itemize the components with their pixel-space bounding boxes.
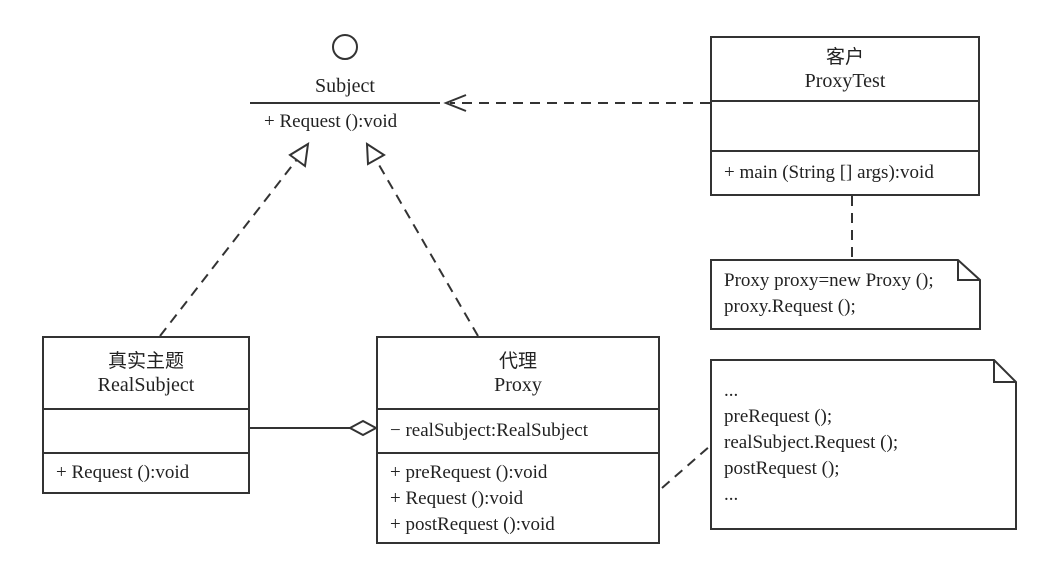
note-line: preRequest (); bbox=[724, 406, 833, 427]
realization-arrowhead-proxy bbox=[365, 142, 386, 166]
operations-compartment: + main (String [] args):void bbox=[712, 150, 978, 194]
note-line: Proxy proxy=new Proxy (); bbox=[724, 270, 934, 291]
note1-outline bbox=[710, 259, 981, 330]
note1-fold bbox=[957, 260, 980, 281]
operation: + preRequest ():void bbox=[390, 462, 548, 483]
attributes-compartment bbox=[712, 100, 978, 150]
aggregation-diamond bbox=[347, 419, 379, 437]
class-name-cell: 真实主题 RealSubject bbox=[44, 338, 248, 408]
interface-circle-icon bbox=[332, 34, 358, 60]
note-proxy-code: ... preRequest (); realSubject.Request (… bbox=[710, 360, 1016, 530]
note-line: ... bbox=[724, 484, 739, 505]
dependency-arrowhead bbox=[443, 94, 467, 112]
operation: + Request ():void bbox=[56, 462, 190, 483]
class-realsubject: 真实主题 RealSubject + Request ():void bbox=[42, 336, 250, 494]
note-anchor-proxy bbox=[661, 445, 711, 489]
class-cn-name: 真实主题 bbox=[107, 350, 184, 372]
interface-name: Subject bbox=[315, 75, 375, 97]
class-name: ProxyTest bbox=[804, 70, 886, 92]
interface-divider bbox=[250, 102, 440, 104]
operation: + postRequest ():void bbox=[390, 514, 555, 535]
operation: + Request ():void bbox=[390, 488, 524, 509]
operations-compartment: + preRequest ():void + Request ():void +… bbox=[378, 452, 658, 542]
note-client-code: Proxy proxy=new Proxy (); proxy.Request … bbox=[710, 260, 980, 330]
realization-arrowhead-realsubject bbox=[288, 142, 310, 168]
note-line: ... bbox=[724, 380, 739, 401]
note-line: postRequest (); bbox=[724, 458, 840, 479]
class-name-cell: 客户 ProxyTest bbox=[712, 38, 978, 100]
operation: + main (String [] args):void bbox=[724, 162, 934, 183]
class-proxytest: 客户 ProxyTest + main (String [] args):voi… bbox=[710, 36, 980, 196]
class-name-cell: 代理 Proxy bbox=[378, 338, 658, 408]
interface-operation: + Request ():void bbox=[264, 111, 398, 132]
attributes-compartment bbox=[44, 408, 248, 452]
class-cn-name: 代理 bbox=[498, 350, 537, 372]
class-name: RealSubject bbox=[97, 374, 195, 396]
note-line: realSubject.Request (); bbox=[724, 432, 899, 453]
subject-interface: Subject + Request ():void bbox=[250, 34, 440, 144]
attributes-compartment: − realSubject:RealSubject bbox=[378, 408, 658, 452]
class-proxy: 代理 Proxy − realSubject:RealSubject + pre… bbox=[376, 336, 660, 544]
note2-fold bbox=[993, 360, 1016, 383]
realization-line-proxy bbox=[374, 157, 479, 337]
attribute: − realSubject:RealSubject bbox=[390, 420, 589, 441]
class-cn-name: 客户 bbox=[825, 46, 864, 68]
note2-outline bbox=[710, 359, 1017, 530]
realization-line-realsubject bbox=[159, 157, 299, 337]
operations-compartment: + Request ():void bbox=[44, 452, 248, 492]
note-line: proxy.Request (); bbox=[724, 296, 856, 317]
class-name: Proxy bbox=[494, 374, 542, 396]
